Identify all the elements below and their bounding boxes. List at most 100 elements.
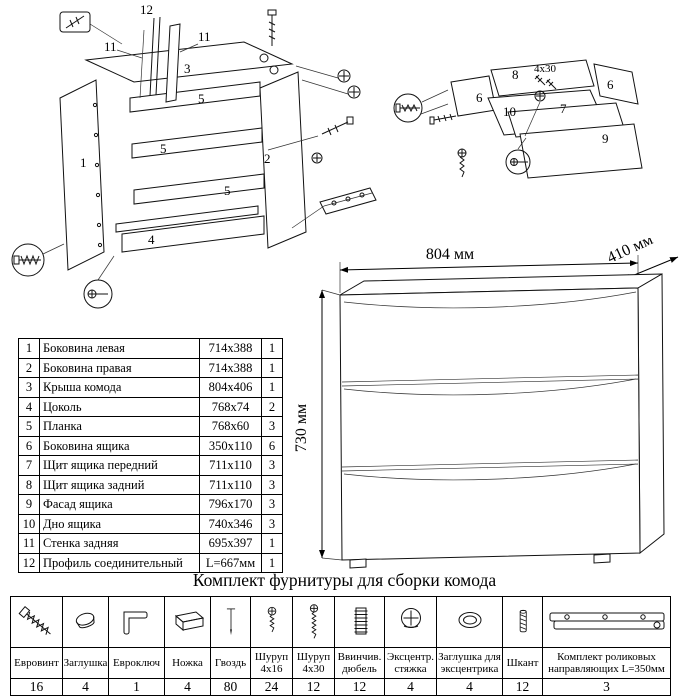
- hardware-icon-cell: [62, 596, 109, 648]
- hardware-qty-cell: 4: [436, 678, 503, 696]
- vertical-screw-glyph: [457, 148, 467, 178]
- part-label-11a: 11: [104, 39, 117, 54]
- screw-callout-circle: [83, 279, 113, 309]
- part-number-cell: 4: [18, 396, 40, 417]
- chest-render: 804 мм 410 мм 730 мм: [293, 238, 679, 569]
- part-name-cell: Щит ящика задний: [39, 474, 200, 495]
- part-qty-cell: 6: [261, 435, 283, 456]
- leader-line: [421, 89, 449, 103]
- part-qty-cell: 1: [261, 338, 283, 359]
- euro-screw-callout-circle: [11, 243, 45, 277]
- hardware-icon-cell: [436, 596, 503, 648]
- roller-slides-icon: [549, 612, 664, 630]
- leader-line: [291, 205, 325, 229]
- part-plinth-rails: [115, 205, 265, 253]
- part-number-cell: 3: [18, 377, 40, 398]
- part-drawer-side-left: [450, 75, 497, 117]
- part-name-cell: Боковина левая: [39, 338, 200, 359]
- part-label-5c: 5: [224, 183, 231, 198]
- part-label-6b: 6: [607, 77, 614, 92]
- hardware-qty-cell: 4: [164, 678, 211, 696]
- part-qty-cell: 1: [261, 533, 283, 554]
- part-label-2: 2: [264, 151, 271, 166]
- part-label-12: 12: [140, 2, 153, 17]
- depth-dimension-label: 410 мм: [605, 238, 656, 267]
- hardware-name-cell: Шуруп 4x30: [292, 647, 335, 679]
- hardware-qty-cell: 12: [292, 678, 335, 696]
- part-number-cell: 2: [18, 357, 40, 378]
- plug-icon: [75, 612, 95, 629]
- part-qty-cell: 3: [261, 474, 283, 495]
- part-size-cell: 711x110: [199, 455, 262, 476]
- part-name-cell: Боковина правая: [39, 357, 200, 378]
- part-label-3: 3: [184, 61, 191, 76]
- hardware-name-cell: Шуруп 4x16: [250, 647, 293, 679]
- hardware-icon-cell: [542, 596, 671, 648]
- leader-line: [517, 137, 527, 150]
- drawer-slide-callout: [319, 187, 377, 215]
- part-size-cell: 711x110: [199, 474, 262, 495]
- part-qty-cell: 1: [261, 377, 283, 398]
- vertical-screw-callout: [259, 9, 279, 75]
- leader-line: [301, 79, 349, 95]
- leader-line: [116, 49, 143, 59]
- part-drawer-back: [490, 59, 595, 97]
- hardware-qty-cell: 3: [542, 678, 671, 696]
- hardware-qty-cell: 24: [250, 678, 293, 696]
- drawer-fronts: [341, 291, 639, 481]
- part-qty-cell: 3: [261, 513, 283, 534]
- drawer-exploded-diagram: 8 4x30 6 6 10 7 9: [393, 59, 643, 179]
- hardware-qty-cell: 12: [334, 678, 385, 696]
- hardware-icon-cell: [292, 596, 335, 648]
- part-name-cell: Фасад ящика: [39, 494, 200, 515]
- hardware-name-cell: Заглушка: [62, 647, 109, 679]
- part-number-cell: 6: [18, 435, 40, 456]
- confirmat-screw-icon: [18, 606, 51, 635]
- part-name-cell: Профиль соединительный: [39, 552, 200, 573]
- part-size-cell: 740x346: [199, 513, 262, 534]
- hardware-icon-cell: [210, 596, 251, 648]
- part-name-cell: Цоколь: [39, 396, 200, 417]
- part-name-cell: Крыша комода: [39, 377, 200, 398]
- part-number-cell: 7: [18, 455, 40, 476]
- part-size-cell: 714x388: [199, 338, 262, 359]
- hardware-icon-cell: [108, 596, 165, 648]
- part-profile-and-back: [139, 16, 181, 103]
- extension-line: [321, 289, 341, 296]
- leader-line: [295, 65, 339, 79]
- leader-line: [97, 255, 115, 281]
- nail-icon: [226, 608, 235, 636]
- part-label-8: 8: [512, 67, 519, 82]
- part-label-4: 4: [148, 232, 155, 247]
- part-label-9: 9: [602, 131, 609, 146]
- part-label-11b: 11: [198, 29, 211, 44]
- part-name-cell: Планка: [39, 416, 200, 437]
- screw-4x16-icon: [267, 606, 276, 633]
- hardware-qty-cell: 4: [62, 678, 109, 696]
- screw-size-label: 4x30: [534, 63, 557, 75]
- part-size-cell: 796x170: [199, 494, 262, 515]
- part-qty-cell: 3: [261, 416, 283, 437]
- hardware-name-cell: Ножка: [164, 647, 211, 679]
- hardware-name-cell: Евроключ: [108, 647, 165, 679]
- hardware-kit-title: Комплект фурнитуры для сборки комода: [192, 570, 497, 590]
- leader-line: [524, 101, 541, 137]
- threaded-dowel-icon: [354, 607, 367, 635]
- cam-callout: [311, 152, 323, 164]
- chest-body: [339, 273, 665, 569]
- part-label-7: 7: [560, 101, 567, 116]
- hardware-name-cell: Комплект роликовых направляющих L=350мм: [542, 647, 671, 679]
- euro-screw-glyph: [429, 113, 457, 125]
- part-number-cell: 1: [18, 338, 40, 359]
- height-dimension-label: 730 мм: [293, 404, 310, 452]
- hardware-icon-cell: [334, 596, 385, 648]
- hardware-name-cell: Гвоздь: [210, 647, 251, 679]
